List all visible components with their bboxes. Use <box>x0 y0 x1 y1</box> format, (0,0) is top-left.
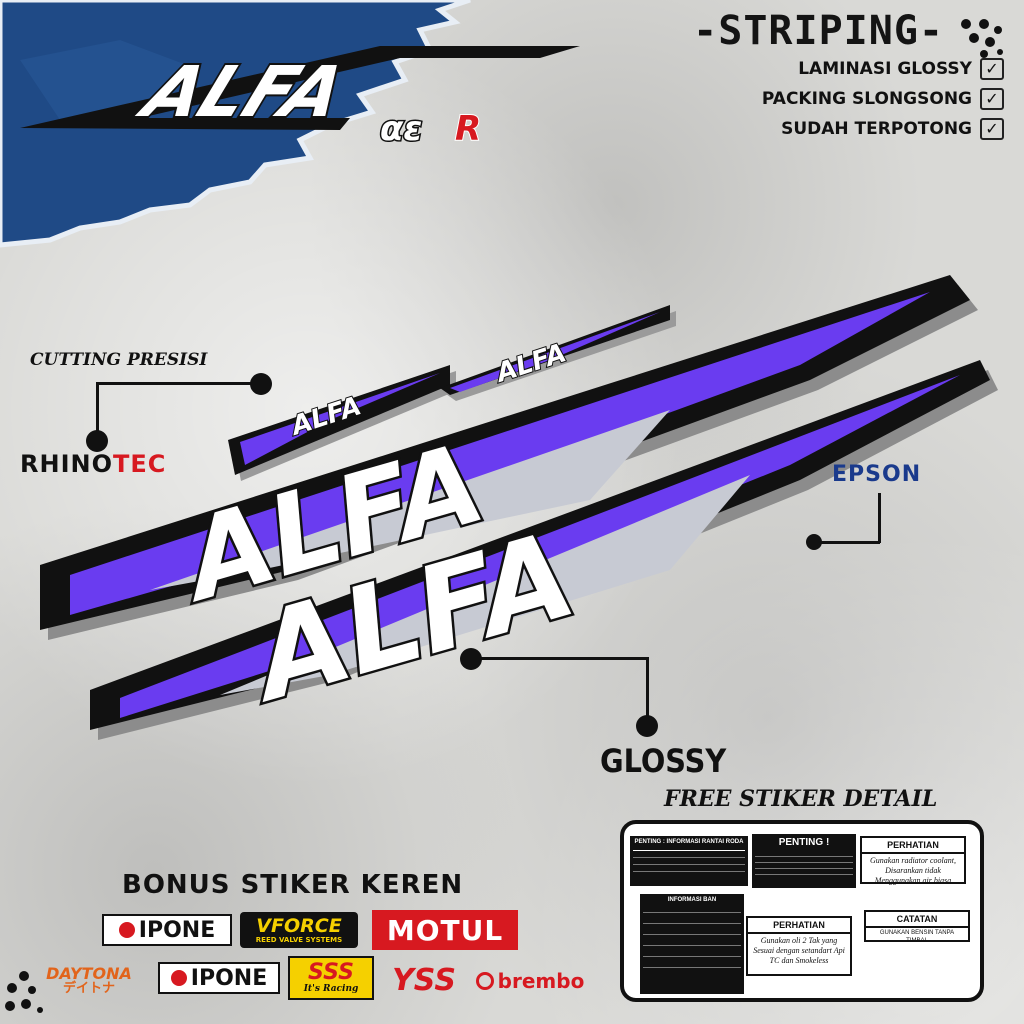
striping-sticker-set: ALFA ALFA ALFA ALFA <box>40 275 998 740</box>
feature-label: PACKING SLONGSONG <box>761 89 972 109</box>
ipone-logo: IPONE <box>102 914 232 946</box>
dots-decoration-icon <box>5 971 43 1013</box>
penting-title: PENTING ! <box>778 837 830 848</box>
vforce-text: VFORCE <box>256 914 342 937</box>
catatan-body: GUNAKAN BENSIN TANPA TIMBAL <box>879 930 955 944</box>
penting-lines <box>752 848 856 878</box>
perhatian-title: PERHATIAN <box>862 838 964 854</box>
perhatian-title: PERHATIAN <box>748 918 850 934</box>
penting-panel: PENTING ! <box>752 834 856 888</box>
ban-info-lines <box>640 903 744 971</box>
alfa-logo-graphic: ALFA αε R <box>20 46 580 151</box>
ipone-text: IPONE <box>138 917 216 943</box>
perhatian-oli-panel: PERHATIAN Gunakan oli 2 Tak yang Sesuai … <box>746 916 852 976</box>
motul-logo: MOTUL <box>372 910 518 950</box>
striping-title: -STRIPING- <box>693 8 944 54</box>
daytona-text: DAYTONA <box>46 963 132 983</box>
vforce-logo: VFORCE REED VALVE SYSTEMS <box>240 912 358 948</box>
yss-logo: YSS <box>384 960 464 1000</box>
callout-dot-icon <box>806 534 822 550</box>
catatan-title: CATATAN <box>866 912 968 928</box>
vforce-subtext: REED VALVE SYSTEMS <box>255 935 343 944</box>
ipone-logo-2: IPONE <box>158 962 280 994</box>
callout-line <box>96 382 99 434</box>
feature-label: LAMINASI GLOSSY <box>798 59 972 79</box>
alfa-logo: ALFA αε R <box>20 40 580 151</box>
checkbox-icon: ✓ <box>980 118 1004 140</box>
brembo-text: brembo <box>497 969 585 993</box>
daytona-logo: DAYTONA デイトナ <box>30 960 148 1000</box>
brembo-logo: brembo <box>470 966 590 996</box>
perhatian-coolant-panel: PERHATIAN Gunakan radiator coolant, Disa… <box>860 836 966 885</box>
bonus-title: BONUS STIKER KEREN <box>122 870 464 900</box>
checkbox-icon: ✓ <box>980 58 1004 80</box>
logo-r-text: R <box>455 109 481 149</box>
ban-info-title: INFORMASI BAN <box>667 897 717 903</box>
callout-line <box>470 657 648 660</box>
feature-packing: PACKING SLONGSONG ✓ <box>762 88 1004 110</box>
ipone-dot-icon <box>118 922 135 938</box>
detail-sticker-sheet: PENTING : INFORMASI RANTAI RODA PENTING … <box>620 820 984 1002</box>
perhatian-body: Gunakan radiator coolant, Disarankan tid… <box>870 856 956 885</box>
glossy-label: GLOSSY <box>600 742 727 780</box>
callout-line <box>878 493 881 543</box>
dots-decoration-icon <box>961 19 1003 58</box>
tire-info-panel: PENTING : INFORMASI RANTAI RODA <box>630 836 748 886</box>
rhinotec-black-text: RHINO <box>20 450 113 478</box>
cutting-presisi-label: CUTTING PRESISI <box>30 350 208 370</box>
sss-text: SSS <box>308 960 354 985</box>
brembo-ring-icon <box>475 972 494 990</box>
feature-terpotong: SUDAH TERPOTONG ✓ <box>781 118 1004 140</box>
sss-logo: SSS It's Racing <box>288 956 374 1000</box>
motul-text: MOTUL <box>386 913 504 947</box>
free-stiker-detail-title: FREE STIKER DETAIL <box>664 786 938 812</box>
callout-line <box>96 382 260 385</box>
tire-info-title: PENTING : INFORMASI RANTAI RODA <box>634 839 744 845</box>
small-sticker-text: ALFA <box>491 338 570 389</box>
catatan-panel: CATATAN GUNAKAN BENSIN TANPA TIMBAL <box>864 910 970 944</box>
callout-line <box>818 541 880 544</box>
sss-subtext: It's Racing <box>303 984 359 994</box>
rhinotec-logo: RHINOTEC <box>20 450 166 478</box>
tire-info-body <box>630 845 748 875</box>
perhatian-body: Gunakan oli 2 Tak yang Sesuai dengan set… <box>753 936 845 965</box>
ban-info-panel: INFORMASI BAN <box>640 894 744 994</box>
rhinotec-red-text: TEC <box>112 450 167 478</box>
checkbox-icon: ✓ <box>980 88 1004 110</box>
feature-laminasi: LAMINASI GLOSSY ✓ <box>798 58 1004 80</box>
logo-main-text: ALFA <box>127 52 357 134</box>
callout-dot-icon <box>86 430 108 452</box>
yss-text: YSS <box>392 962 456 998</box>
callout-line <box>646 657 649 719</box>
daytona-jp-text: デイトナ <box>62 981 115 997</box>
ipone-text: IPONE <box>190 965 268 991</box>
ipone-dot-icon <box>170 970 187 986</box>
callout-dot-icon <box>636 715 658 737</box>
feature-label: SUDAH TERPOTONG <box>781 119 972 139</box>
callout-dot-icon <box>250 373 272 395</box>
epson-label: EPSON <box>832 462 922 487</box>
logo-sub-text: αε <box>380 109 422 149</box>
